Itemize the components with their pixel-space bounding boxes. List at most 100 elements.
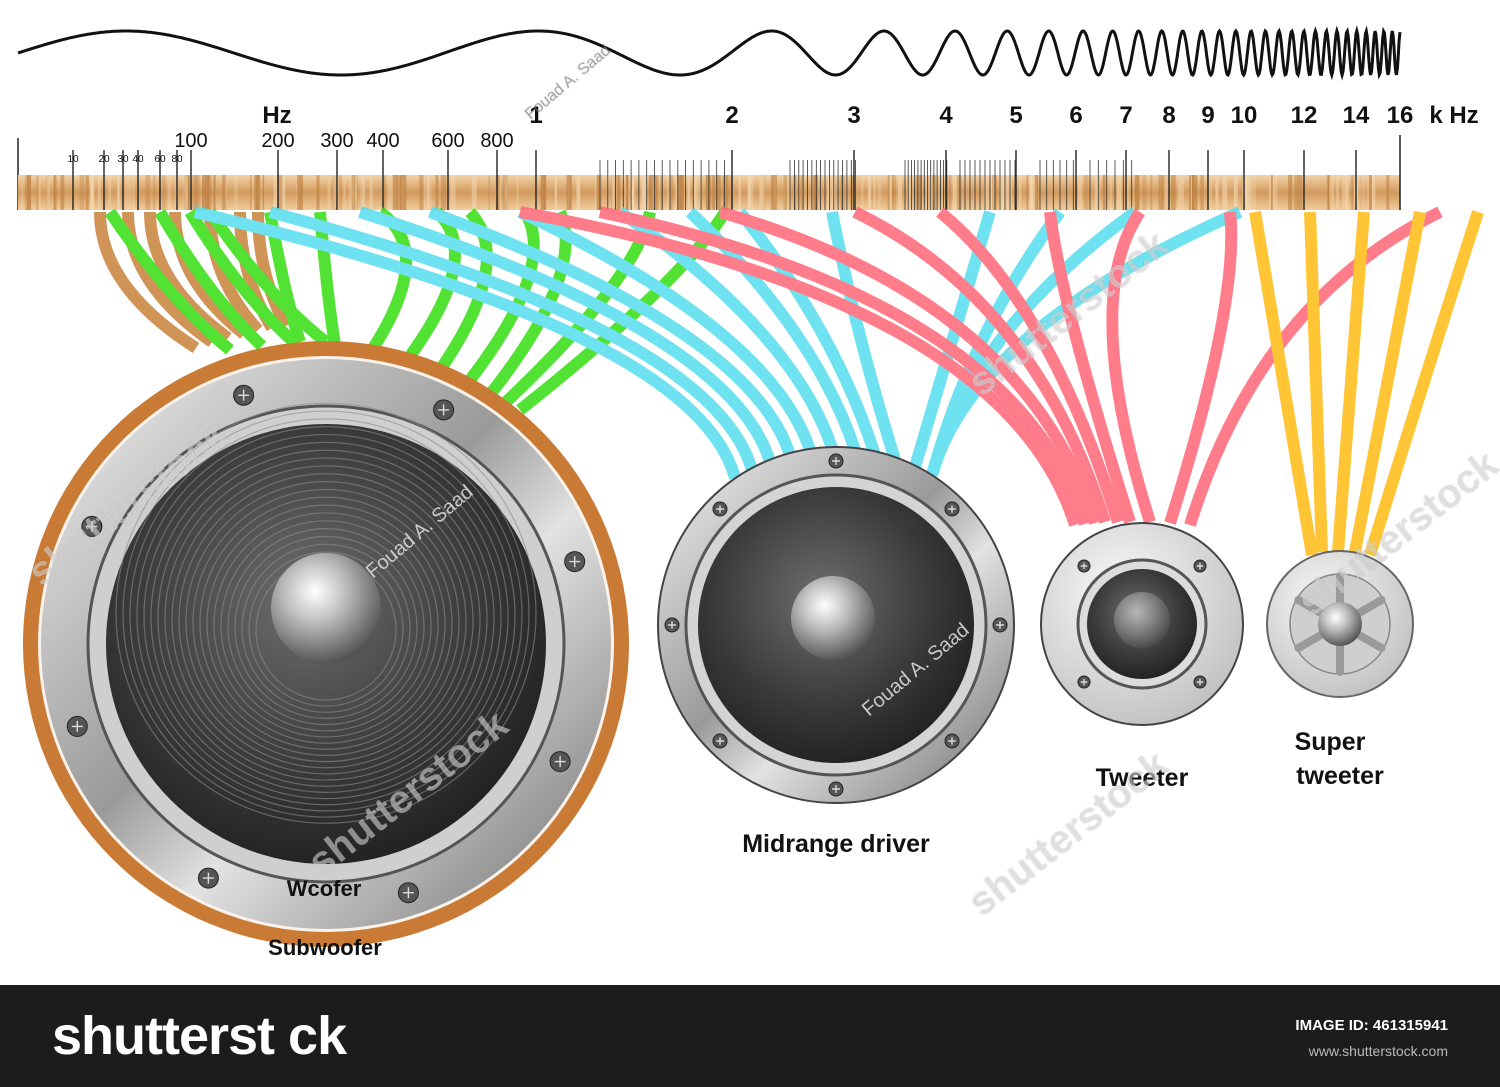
connection-curve <box>105 208 234 355</box>
bar-stripe <box>369 175 373 210</box>
bar-stripe <box>1272 175 1278 210</box>
bar-stripe <box>250 175 252 210</box>
bar-stripe <box>213 175 216 210</box>
screw-slot <box>1080 678 1088 686</box>
hz-unit-label: Hz <box>262 102 291 129</box>
bar-stripe <box>1386 175 1390 210</box>
tick-label-16k: 16 <box>1387 102 1414 129</box>
bar-stripe <box>167 175 172 210</box>
bar-stripe <box>360 175 365 210</box>
bar-stripe <box>423 175 426 210</box>
bar-stripe <box>669 175 674 210</box>
bar-stripe <box>126 175 132 210</box>
tick-label-3k: 3 <box>847 102 860 129</box>
bar-stripe <box>684 175 686 210</box>
connection-curve <box>204 211 263 335</box>
super-tweeter-label-line1: Super <box>1295 728 1366 756</box>
bar-stripe <box>1126 175 1130 210</box>
bar-stripe <box>688 175 691 210</box>
bar-stripe <box>297 175 303 210</box>
screw-slot <box>71 720 83 732</box>
bar-stripe <box>351 175 356 210</box>
screw-slot <box>569 556 581 568</box>
bar-stripe <box>648 175 653 210</box>
bar-stripe <box>1369 175 1372 210</box>
bar-stripe <box>234 175 239 210</box>
bar-stripe <box>98 175 101 210</box>
bar-stripe <box>652 175 655 210</box>
connection-curve <box>718 206 1101 525</box>
bar-stripe <box>594 175 599 210</box>
connection-curve <box>1332 211 1370 553</box>
cone-ring <box>227 528 425 726</box>
bar-stripe <box>383 175 387 210</box>
cone-ring <box>150 441 502 794</box>
bar-stripe <box>990 175 995 210</box>
bar-stripe <box>90 175 93 210</box>
connection-curve <box>268 206 758 472</box>
tick-label-200: 200 <box>261 130 294 152</box>
bar-stripe <box>576 175 581 210</box>
connection-curve <box>1304 211 1328 553</box>
bar-stripe <box>396 175 402 210</box>
bar-stripe <box>1164 175 1169 210</box>
bar-stripe <box>783 175 788 210</box>
bar-stripe <box>333 175 339 210</box>
bar-stripe <box>596 175 598 210</box>
connection-curve <box>205 208 330 347</box>
bar-stripe <box>209 175 212 210</box>
bar-stripe <box>440 175 447 210</box>
bar-stripe <box>435 175 439 210</box>
cone-ring <box>115 402 537 824</box>
tick-label-8k: 8 <box>1162 102 1175 129</box>
tweeter-screws <box>1077 559 1207 689</box>
tick-label-7k: 7 <box>1119 102 1132 129</box>
bar-stripe <box>132 175 135 210</box>
bar-stripe <box>1294 175 1298 210</box>
bar-stripe <box>921 175 923 210</box>
tweeter <box>1040 522 1244 726</box>
bar-stripe <box>657 175 660 210</box>
connection-curve <box>1249 210 1318 556</box>
cone-ring <box>248 551 404 707</box>
bar-stripe <box>117 175 119 210</box>
bar-stripe <box>351 175 358 210</box>
bar-stripe <box>1094 175 1100 210</box>
bar-stripe <box>1360 175 1362 210</box>
midrange-label: Midrange driver <box>742 830 930 858</box>
bar-stripe <box>888 175 892 210</box>
bar-stripe <box>850 175 854 210</box>
bar-stripe <box>1208 175 1213 210</box>
bar-stripe <box>693 175 697 210</box>
bar-stripe <box>800 175 803 210</box>
bar-stripe <box>47 175 50 210</box>
bar-stripe <box>625 175 629 210</box>
cone-ring <box>213 512 439 738</box>
connection-curve <box>598 206 1091 526</box>
bar-stripe <box>502 175 508 210</box>
connection-curve <box>144 211 232 343</box>
bar-stripe <box>427 175 430 210</box>
connection-curve <box>1364 210 1484 557</box>
tick-label-12k: 12 <box>1291 102 1318 129</box>
bar-stripe <box>1134 175 1140 210</box>
bar-stripe <box>1346 175 1348 210</box>
bar-stripe <box>419 175 424 210</box>
bar-stripe <box>1191 175 1198 210</box>
bar-stripe <box>893 175 897 210</box>
tick-label-4k: 4 <box>939 102 953 129</box>
tick-label-600: 600 <box>431 130 464 152</box>
bar-stripe <box>1328 175 1331 210</box>
bar-stripe <box>926 175 932 210</box>
bar-stripe <box>554 175 557 210</box>
bar-stripe <box>611 175 618 210</box>
bar-stripe <box>626 175 629 210</box>
image-id: IMAGE ID: 461315941 <box>1295 1017 1448 1034</box>
connection-curve <box>735 208 881 457</box>
bar-stripe <box>1158 175 1164 210</box>
bar-stripe <box>827 175 831 210</box>
bar-stripe <box>759 175 765 210</box>
bar-stripe <box>224 175 227 210</box>
bar-stripe <box>653 175 660 210</box>
bar-stripe <box>597 175 600 210</box>
